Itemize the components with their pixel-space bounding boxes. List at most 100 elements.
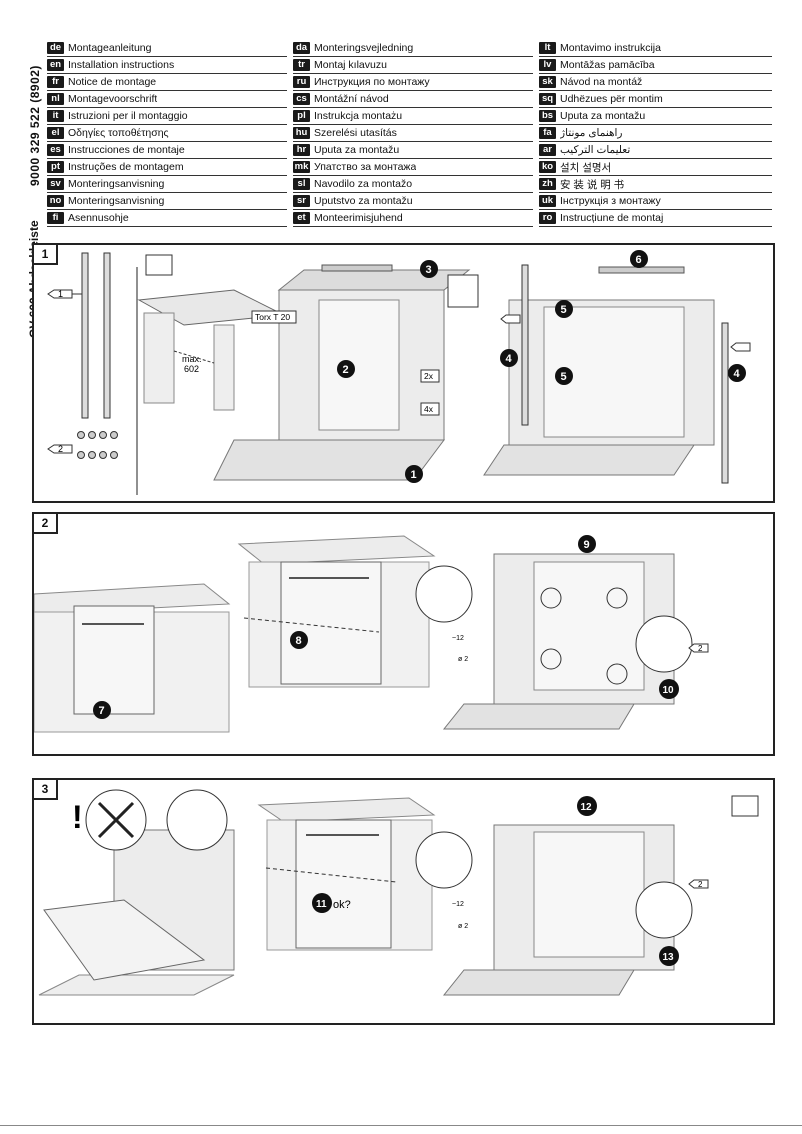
language-row: ar تعليمات التركيب: [539, 142, 772, 159]
language-title: Instrucciones de montaje: [68, 144, 185, 156]
language-title: Navodilo za montažo: [314, 178, 413, 190]
language-title: Szerelési utasítás: [314, 127, 397, 139]
language-code: es: [47, 144, 64, 156]
language-title: Montavimo instrukcija: [560, 42, 661, 54]
max-width-label: max.: [182, 354, 202, 364]
language-code: zh: [539, 178, 556, 190]
language-title: Návod na montáž: [560, 76, 643, 88]
step-number: 5: [561, 304, 567, 316]
detail-magnifier: [415, 565, 473, 623]
part-2-callout-icon: [688, 643, 709, 653]
step-badge-8: 8: [290, 631, 308, 649]
step-number: 9: [584, 539, 590, 551]
appliance-door: [73, 605, 155, 715]
torx-label-box: [251, 310, 297, 324]
step-badge-6: 6: [630, 250, 648, 268]
step-badge-10: 10: [659, 679, 679, 699]
part-2-label: 2: [698, 880, 703, 889]
language-code: ko: [539, 161, 556, 173]
language-title: Montageanleitung: [68, 42, 152, 54]
language-code: da: [293, 42, 310, 54]
step-number: 13: [663, 952, 675, 963]
step-badge-2: 2: [337, 360, 355, 378]
step-number: 6: [636, 254, 642, 266]
step-number: 1: [411, 469, 417, 481]
language-row: sq Udhëzues për montim: [539, 91, 772, 108]
step-badge-12: 12: [577, 796, 597, 816]
language-code: mk: [293, 161, 310, 173]
panel2-illustration: 7 8 9 10 ~12 ø 2 2: [33, 535, 709, 733]
quantity-2x: 2x: [424, 371, 434, 381]
service-icon: [145, 254, 173, 276]
step-number: 11: [316, 899, 327, 910]
step-badge-9: 9: [578, 535, 596, 553]
language-row: hu Szerelési utasítás: [293, 125, 533, 142]
quantity-4x: 4x: [424, 404, 434, 414]
step-badge-13: 13: [659, 946, 679, 966]
step-panel-2: 2 7 8 9 10 ~12 ø 2 2: [32, 512, 775, 756]
drill-diameter-label: ø 2: [458, 923, 468, 930]
appliance-door: [295, 819, 392, 949]
step-badge-1: 1: [405, 465, 423, 483]
language-title: تعليمات التركيب: [560, 144, 631, 156]
language-title: Упатство за монтажа: [314, 161, 417, 173]
language-code: de: [47, 42, 64, 54]
step-number: 5: [561, 371, 567, 383]
language-code: lv: [539, 59, 556, 71]
language-title: 安 装 说 明 书: [560, 178, 625, 191]
drill-diameter-label: ø 2: [458, 656, 468, 663]
language-title: Monteringsanvisning: [68, 178, 165, 190]
service-icon: [731, 795, 759, 817]
step-badge-7: 7: [93, 701, 111, 719]
language-code: hu: [293, 127, 310, 139]
screw-set-icon: [77, 431, 118, 459]
language-code: ar: [539, 144, 556, 156]
detail-magnifier: [415, 831, 473, 889]
cover-strip: [103, 252, 111, 419]
language-row: et Monteerimisjuhend: [293, 210, 533, 227]
language-code: sr: [293, 195, 310, 207]
cover-strip: [721, 322, 729, 484]
step-badge-11: 11: [312, 893, 332, 913]
language-title: Monteerimisjuhend: [314, 212, 403, 224]
top-cover-strip: [321, 264, 393, 272]
language-code: hr: [293, 144, 310, 156]
drill-depth-label: ~12: [452, 901, 464, 908]
part-1-label: 1: [58, 289, 63, 299]
language-code: sq: [539, 93, 556, 105]
part-2-label: 2: [698, 644, 703, 653]
drill-depth-label: ~12: [452, 635, 464, 642]
top-cover-strip: [598, 266, 685, 274]
language-title: Instruções de montagem: [68, 161, 184, 173]
cover-strip: [521, 264, 529, 426]
document-number: 9000 329 522 (8902): [28, 65, 42, 186]
language-title: Інструкція з монтажу: [560, 195, 661, 207]
language-code: fi: [47, 212, 64, 224]
step-badge-3: 3: [420, 260, 438, 278]
dispose-bin-icon: [447, 274, 479, 308]
language-title: Montagevoorschrift: [68, 93, 158, 105]
language-row: mk Упатство за монтажа: [293, 159, 533, 176]
detail-magnifier: [635, 881, 693, 939]
appliance-door: [43, 899, 206, 981]
language-title: Udhëzues për montim: [560, 93, 663, 105]
language-title: Installation instructions: [68, 59, 175, 71]
step-number: 3: [426, 264, 432, 276]
language-code: et: [293, 212, 310, 224]
language-row: zh 安 装 说 明 书: [539, 176, 772, 193]
